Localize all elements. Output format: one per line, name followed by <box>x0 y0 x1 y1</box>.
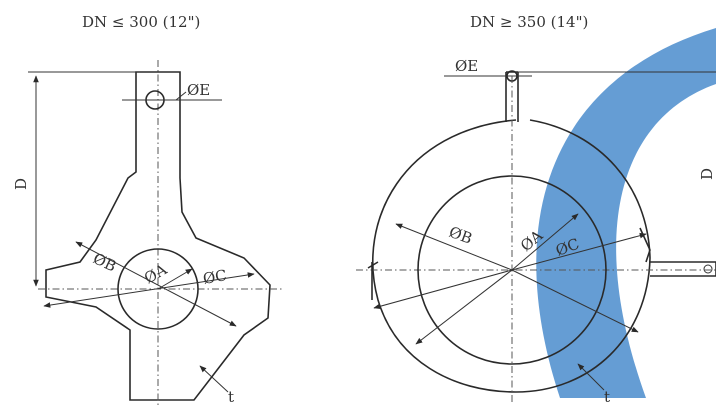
left-c-dimension-line <box>43 272 255 308</box>
left-t-leader <box>199 365 229 393</box>
right-circle-a <box>417 175 607 365</box>
left-label-a: ØA <box>141 260 170 287</box>
right-right-tab <box>639 227 651 263</box>
right-diag-1 <box>373 269 513 310</box>
right-view-title: DN ≥ 350 (14") <box>470 13 588 31</box>
right-label-t: t <box>604 388 610 405</box>
left-e-leader <box>175 91 187 101</box>
right-t-leader <box>577 363 605 391</box>
left-label-c: ØC <box>202 266 229 288</box>
right-diag-3 <box>511 269 639 333</box>
left-view: DN ≤ 300 (12") ØE D ØB ØA ØC t <box>12 13 282 406</box>
right-c-dimension-line <box>511 232 647 271</box>
left-label-d: D <box>12 178 30 190</box>
watermark-swoosh <box>536 28 716 398</box>
right-label-d: D <box>698 168 716 180</box>
right-label-b: ØB <box>447 223 475 248</box>
right-view: DN ≥ 350 (14") ØE ØB ØA ØC D <box>356 13 716 406</box>
right-lug <box>650 261 716 277</box>
right-outer-ring <box>372 119 651 393</box>
right-lug-hole <box>703 264 713 274</box>
right-diag-2 <box>415 269 513 345</box>
left-view-title: DN ≤ 300 (12") <box>82 13 200 31</box>
left-label-t: t <box>228 388 234 405</box>
right-a-dimension-line <box>511 213 579 271</box>
right-left-tab <box>367 261 379 300</box>
left-a-dimension-line <box>157 268 193 290</box>
left-label-b: ØB <box>90 249 119 275</box>
right-b-dimension-line <box>395 223 513 271</box>
left-label-e: ØE <box>187 81 210 99</box>
right-label-e: ØE <box>455 57 478 75</box>
